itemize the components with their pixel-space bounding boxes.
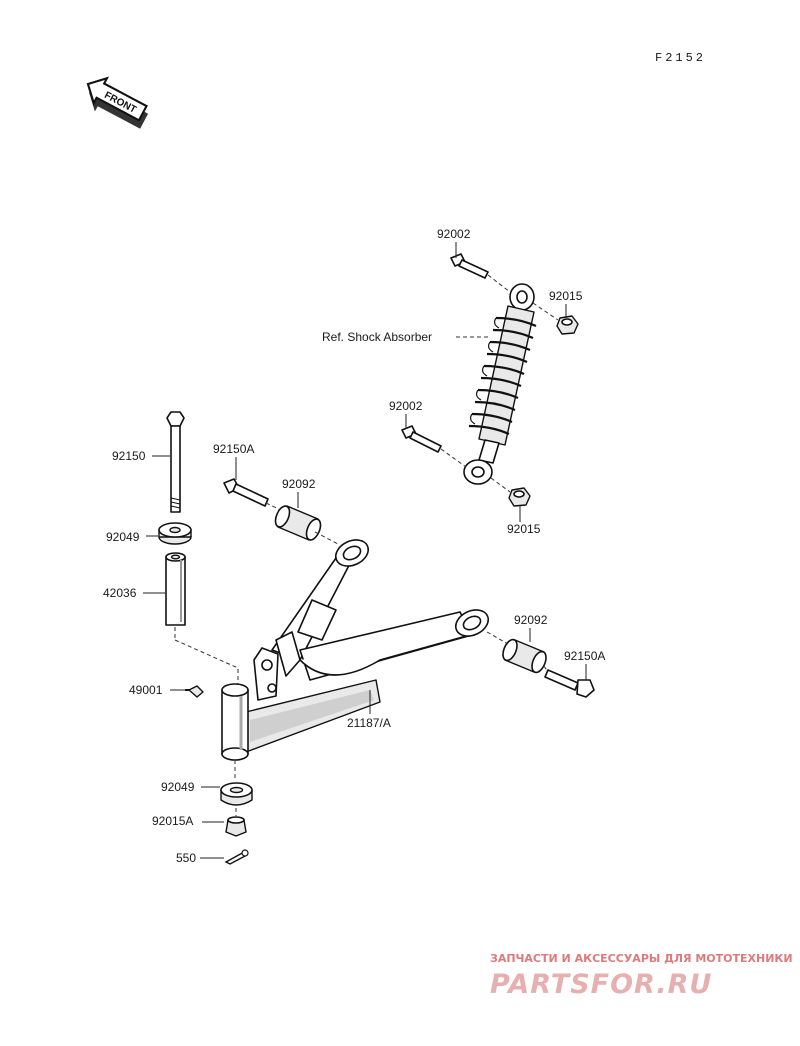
label-92150A-right: 92150A [564, 649, 605, 663]
label-shock-ref: Ref. Shock Absorber [322, 330, 432, 344]
label-92015-top: 92015 [549, 289, 583, 303]
sleeve-42036 [165, 552, 186, 626]
label-92150: 92150 [112, 449, 146, 463]
nut-92015-bottom [508, 487, 531, 507]
washer-92049-upper [158, 522, 192, 545]
label-92049-upper: 92049 [106, 530, 140, 544]
label-550: 550 [176, 851, 196, 865]
label-92015-bottom: 92015 [507, 522, 541, 536]
watermark-brand: PARTSFOR.RU [490, 969, 712, 1000]
bolt-92150A-right [544, 669, 595, 698]
label-92150A-upper: 92150A [213, 442, 254, 456]
bushing-92092-right [502, 638, 547, 674]
pivot-bolt-92150 [166, 411, 185, 513]
castle-nut-92015A [225, 816, 247, 837]
bolt-92150A-upper [223, 478, 269, 507]
label-92092-right: 92092 [514, 613, 548, 627]
bolt-92002-top [450, 253, 489, 279]
washer-92049-lower [220, 782, 253, 806]
bolt-92002-bottom [401, 425, 442, 453]
front-arrow-icon: FRONT [86, 76, 149, 129]
label-42036: 42036 [103, 586, 137, 600]
label-49001: 49001 [129, 683, 163, 697]
diagram-code: F2152 [655, 51, 706, 65]
label-92002-top: 92002 [437, 227, 471, 241]
label-92002-bottom: 92002 [389, 399, 423, 413]
label-21187A: 21187/A [347, 716, 391, 730]
cotter-pin-550 [224, 849, 249, 865]
label-92092-upper: 92092 [282, 477, 316, 491]
label-92049-lower: 92049 [161, 780, 195, 794]
watermark: ЗАПЧАСТИ И АКСЕССУАРЫ ДЛЯ МОТОТЕХНИКИ PA… [490, 952, 793, 1000]
watermark-tagline: ЗАПЧАСТИ И АКСЕССУАРЫ ДЛЯ МОТОТЕХНИКИ [490, 952, 793, 965]
grease-fitting-49001 [185, 685, 204, 698]
suspension-arm-21187A [221, 539, 490, 761]
bushing-92092-upper [274, 505, 322, 541]
nut-92015-top [556, 315, 579, 335]
shock-absorber [463, 283, 537, 485]
label-92015A: 92015A [152, 814, 193, 828]
